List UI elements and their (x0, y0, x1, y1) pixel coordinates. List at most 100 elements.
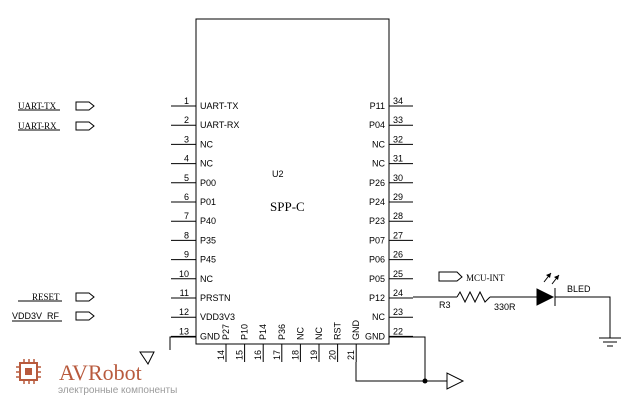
pin-number: 34 (393, 96, 403, 106)
pin-label: P40 (200, 216, 216, 226)
pin-label: P00 (200, 178, 216, 188)
net-port-vdd3v-rf: VDD3V_RF (12, 311, 95, 322)
pin-number: 26 (393, 250, 403, 260)
pin-number: 27 (393, 230, 403, 240)
pin-number: 11 (180, 288, 189, 298)
pin-label: P11 (370, 101, 385, 111)
svg-text:RESET: RESET (32, 292, 60, 302)
svg-text:UART-RX: UART-RX (18, 121, 57, 131)
pin-number: 17 (272, 350, 282, 360)
bottom-pin: NC 19 (309, 327, 324, 362)
pin-label: P04 (369, 120, 385, 130)
pin-label: P27 (221, 324, 231, 340)
pin-number: 31 (393, 154, 403, 164)
pin-number: 2 (184, 115, 189, 125)
net-port-uart-tx: UART-TX (18, 101, 95, 111)
pin-label: P05 (369, 274, 385, 284)
pin-label: NC (200, 139, 213, 149)
pin-number: 3 (184, 134, 189, 144)
pin-label: GND (365, 331, 386, 341)
pin-label: P07 (369, 235, 385, 245)
bottom-pin: P36 17 (272, 324, 287, 362)
pin-number: 30 (393, 173, 403, 183)
pin-number: 18 (290, 350, 300, 360)
pin-label: UART-TX (200, 101, 238, 111)
pin-number: 12 (179, 307, 189, 317)
pin-number: 4 (184, 154, 189, 164)
pin-number: 24 (393, 288, 403, 298)
module-value: SPP-C (270, 199, 305, 214)
bottom-pin: GND 21 (346, 320, 361, 362)
pin-number: 5 (184, 173, 189, 183)
pin-label: P26 (369, 178, 385, 188)
pin-label: P14 (258, 324, 268, 340)
pin-label: NC (200, 274, 213, 284)
svg-text:MCU-INT: MCU-INT (466, 273, 505, 283)
logo-tagline: электронные компоненты (58, 385, 177, 396)
pin-number: 33 (393, 115, 403, 125)
ground-symbol (599, 337, 621, 347)
pin-number: 6 (184, 192, 189, 202)
right-pin-group: 34P1133P0432NC31NC30P2629P2428P2327P0726… (365, 96, 413, 341)
pin-label: GND (351, 320, 361, 341)
pin-number: 7 (184, 211, 189, 221)
led-symbol: BLED (536, 272, 611, 338)
logo-name: AVRobot (59, 360, 142, 385)
pin-label: NC (372, 312, 385, 322)
gnd-wiring (139, 336, 465, 390)
svg-text:VDD3V_RF: VDD3V_RF (12, 311, 60, 321)
pin-label: P36 (277, 324, 287, 340)
pin-label: P35 (200, 235, 216, 245)
pin-label: P10 (240, 324, 250, 340)
pin-number: 9 (184, 250, 189, 260)
pin-label: NC (372, 159, 385, 169)
pin-label: NC (314, 327, 324, 340)
pin-number: 29 (393, 192, 403, 202)
net-port-mcu-int: MCU-INT (438, 271, 505, 283)
bottom-pin: P10 15 (235, 324, 250, 362)
pin-label: NC (372, 139, 385, 149)
pin-number: 32 (393, 134, 403, 144)
pin-number: 15 (235, 350, 245, 360)
led-label: BLED (567, 284, 591, 294)
pin-number: 19 (309, 350, 319, 360)
pin-label: P06 (369, 255, 385, 265)
pin-label: P24 (369, 197, 385, 207)
resistor-value: 330R (494, 302, 516, 312)
module-body (195, 18, 390, 345)
pin-number: 21 (346, 350, 356, 360)
pin-number: 8 (184, 230, 189, 240)
chip-icon (16, 359, 41, 384)
svg-text:UART-TX: UART-TX (18, 101, 57, 111)
pin-number: 1 (184, 96, 189, 106)
pin-label: P45 (200, 255, 216, 265)
pin-label: NC (295, 327, 305, 340)
net-port-reset: RESET (18, 292, 95, 302)
